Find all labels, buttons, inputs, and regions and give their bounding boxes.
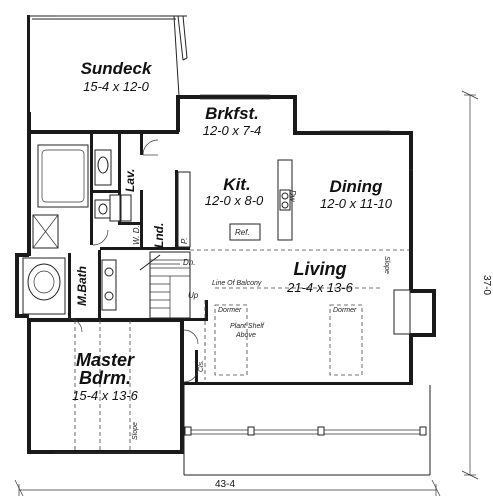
master-label-line1: Master bbox=[76, 350, 135, 370]
dormer-left-label: Dormer bbox=[218, 307, 242, 314]
staircase bbox=[139, 251, 191, 319]
kitchen-dimensions: 12-0 x 8-0 bbox=[205, 193, 264, 208]
plant-shelf-above-label: Above bbox=[235, 332, 256, 339]
master-bath-label: M.Bath bbox=[75, 266, 89, 306]
dishwasher-label: Dw bbox=[288, 190, 297, 203]
breakfast-label: Brkfst. bbox=[205, 104, 259, 123]
overall-depth-label: 37-0 bbox=[481, 275, 492, 295]
front-porch bbox=[183, 385, 431, 476]
kitchen-fixtures bbox=[109, 159, 293, 248]
overall-width-label: 43-4 bbox=[215, 479, 235, 490]
stair-down-label: Dn. bbox=[183, 258, 195, 267]
master-dimensions: 15-4 x 13-6 bbox=[72, 388, 139, 403]
dimension-lines bbox=[14, 90, 479, 497]
kitchen-label: Kit. bbox=[223, 175, 250, 194]
overhead-lines bbox=[74, 249, 409, 450]
dining-label: Dining bbox=[330, 177, 383, 196]
lav-label: Lav. bbox=[123, 169, 137, 192]
sundeck-label: Sundeck bbox=[81, 59, 153, 78]
dormer-right-label: Dormer bbox=[333, 307, 357, 314]
pantry-label: P. bbox=[180, 237, 189, 244]
bath-fixtures bbox=[22, 144, 117, 315]
plant-shelf-label: Plant Shelf bbox=[230, 323, 265, 330]
closet-label: Cls. bbox=[198, 360, 205, 372]
doors bbox=[67, 139, 199, 383]
interior-walls bbox=[68, 130, 208, 382]
stair-up-label: Up bbox=[188, 291, 199, 300]
living-label: Living bbox=[294, 259, 347, 279]
windows bbox=[55, 15, 413, 454]
breakfast-dimensions: 12-0 x 7-4 bbox=[203, 123, 262, 138]
balcony-line-label: Line Of Balcony bbox=[212, 280, 262, 287]
washer-dryer-label: W. D. bbox=[132, 225, 141, 245]
dining-dimensions: 12-0 x 11-10 bbox=[320, 196, 393, 211]
fireplace bbox=[393, 289, 411, 335]
refrigerator-label: Ref. bbox=[235, 228, 250, 237]
master-label-line2: Bdrm. bbox=[79, 368, 131, 388]
slope-living-label: Slope bbox=[383, 256, 390, 274]
exterior-walls bbox=[15, 95, 436, 454]
sundeck-dimensions: 15-4 x 12-0 bbox=[83, 79, 150, 94]
slope-master-label: Slope bbox=[132, 422, 139, 440]
laundry-label: Lnd. bbox=[152, 223, 166, 248]
living-dimensions: 21-4 x 13-6 bbox=[286, 280, 354, 295]
